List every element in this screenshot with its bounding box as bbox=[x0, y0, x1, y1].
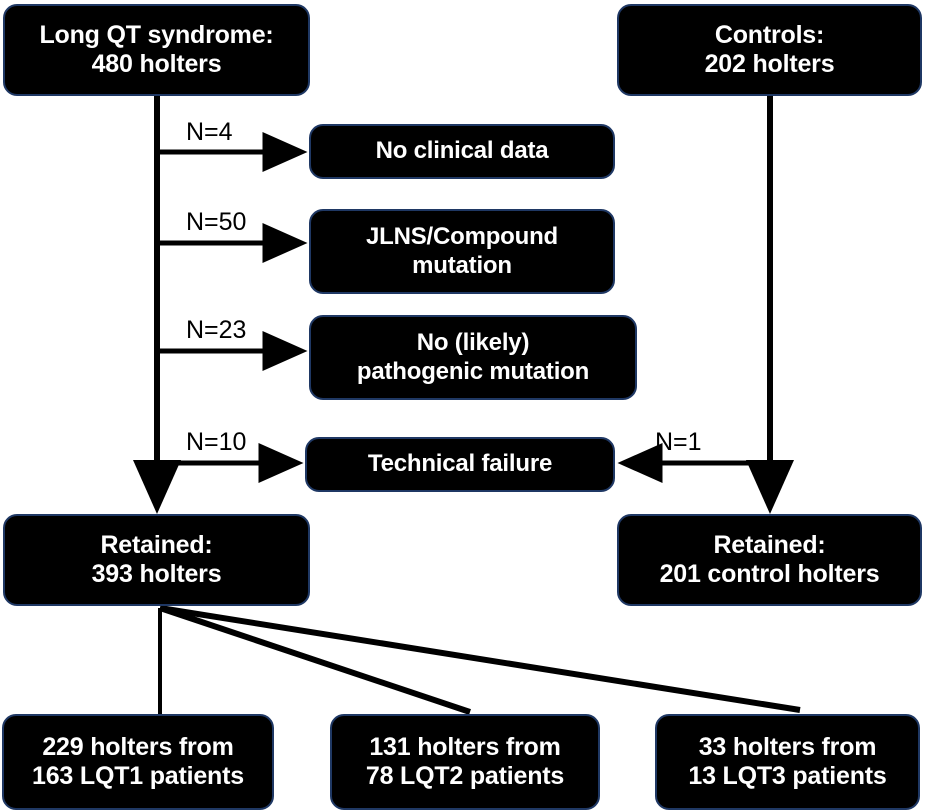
node-controls: Controls: 202 holters bbox=[617, 4, 922, 96]
edge-retained-to-lqt3 bbox=[159, 605, 801, 713]
node-retained-control-holters: Retained: 201 control holters bbox=[617, 514, 922, 606]
node-lqt2-line1: 131 holters from bbox=[369, 732, 561, 761]
node-long-qt-syndrome-text: Long QT syndrome: 480 holters bbox=[5, 21, 308, 80]
node-nonpathogenic-line1: No (likely) bbox=[416, 329, 530, 357]
edge-retained-to-lqt2 bbox=[159, 605, 471, 715]
node-lqt2-line2: 78 LQT2 patients bbox=[365, 762, 565, 790]
node-lqt1-line1: 229 holters from bbox=[42, 732, 234, 761]
edge-label-n50: N=50 bbox=[186, 208, 247, 236]
node-retained-control-line2: 201 control holters bbox=[659, 560, 880, 588]
node-long-qt-syndrome-line2: 480 holters bbox=[91, 50, 222, 78]
node-jlns-line2: mutation bbox=[412, 251, 512, 279]
node-lqt3-text: 33 holters from 13 LQT3 patients bbox=[657, 733, 918, 792]
node-lqt1-group: 229 holters from 163 LQT1 patients bbox=[2, 714, 274, 810]
node-retained-lqt-line2: 393 holters bbox=[91, 560, 222, 588]
node-technical-failure-line1: Technical failure bbox=[367, 450, 553, 478]
node-long-qt-syndrome: Long QT syndrome: 480 holters bbox=[3, 4, 310, 96]
node-no-likely-pathogenic-mutation: No (likely) pathogenic mutation bbox=[309, 315, 637, 400]
node-lqt3-line1: 33 holters from bbox=[698, 732, 877, 761]
node-controls-line2: 202 holters bbox=[704, 50, 835, 78]
node-lqt3-group: 33 holters from 13 LQT3 patients bbox=[655, 714, 920, 810]
node-controls-text: Controls: 202 holters bbox=[619, 21, 920, 80]
node-retained-lqt-text: Retained: 393 holters bbox=[5, 531, 308, 590]
node-jlns-line1: JLNS/Compound bbox=[365, 223, 559, 251]
node-retained-lqt-holters: Retained: 393 holters bbox=[3, 514, 310, 606]
node-lqt1-line2: 163 LQT1 patients bbox=[32, 762, 244, 790]
node-nonpathogenic-text: No (likely) pathogenic mutation bbox=[311, 329, 635, 386]
node-long-qt-syndrome-line1: Long QT syndrome: bbox=[39, 20, 274, 49]
node-nonpathogenic-line2: pathogenic mutation bbox=[356, 357, 590, 385]
edge-label-n23: N=23 bbox=[186, 316, 247, 344]
node-lqt2-group: 131 holters from 78 LQT2 patients bbox=[330, 714, 600, 810]
edge-label-n10: N=10 bbox=[186, 428, 247, 456]
edge-label-n1: N=1 bbox=[655, 428, 702, 456]
node-no-clinical-data: No clinical data bbox=[309, 124, 615, 179]
node-no-clinical-data-line1: No clinical data bbox=[375, 137, 549, 165]
node-retained-control-text: Retained: 201 control holters bbox=[619, 531, 920, 590]
node-technical-failure: Technical failure bbox=[305, 437, 615, 492]
node-lqt2-text: 131 holters from 78 LQT2 patients bbox=[332, 733, 598, 792]
node-jlns-text: JLNS/Compound mutation bbox=[311, 223, 613, 280]
node-lqt3-line2: 13 LQT3 patients bbox=[688, 762, 887, 790]
edge-label-n4: N=4 bbox=[186, 118, 233, 146]
node-jlns-compound-mutation: JLNS/Compound mutation bbox=[309, 209, 615, 294]
node-lqt1-text: 229 holters from 163 LQT1 patients bbox=[4, 733, 272, 792]
node-retained-control-line1: Retained: bbox=[713, 530, 826, 559]
node-controls-line1: Controls: bbox=[714, 20, 825, 49]
node-retained-lqt-line1: Retained: bbox=[100, 530, 213, 559]
